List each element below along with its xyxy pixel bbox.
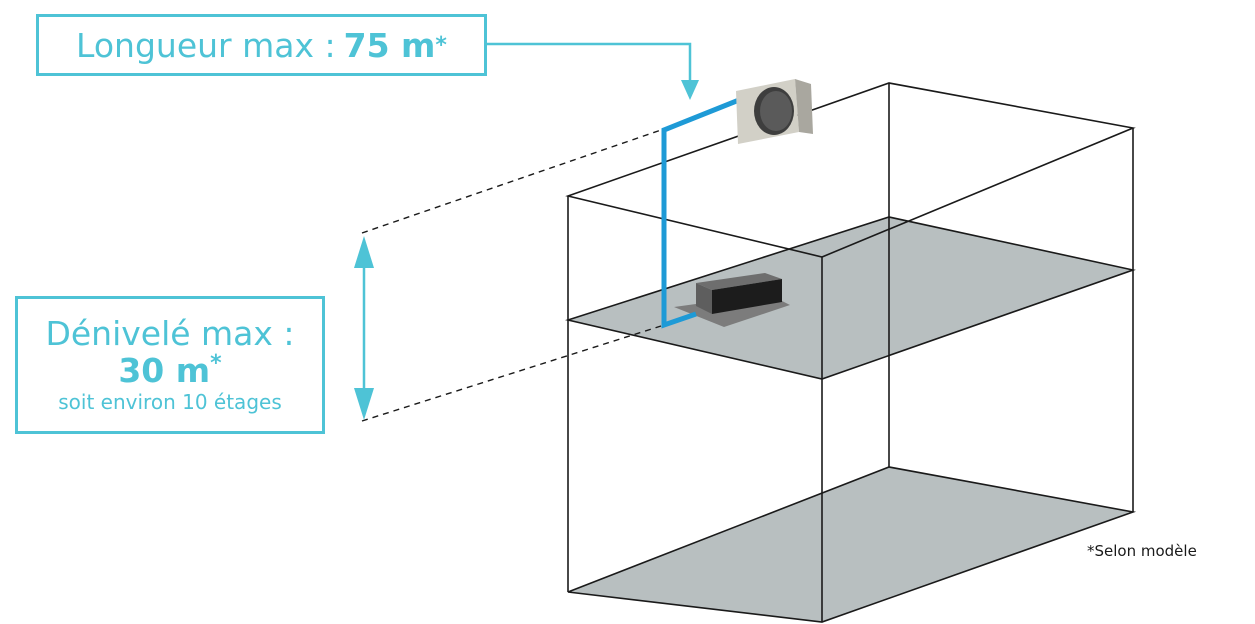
max-length-value: 75 m <box>343 25 436 65</box>
max-length-footnote-mark: * <box>435 32 447 58</box>
floors-equivalent-text: soit environ 10 étages <box>58 390 282 415</box>
max-height-value: 30 m <box>118 350 211 390</box>
max-height-footnote-mark: * <box>210 350 222 376</box>
max-length-text: Longueur max : <box>76 25 336 65</box>
max-length-label: Longueur max : 75 m* <box>36 14 487 76</box>
max-height-label: Dénivelé max : 30 m* soit environ 10 éta… <box>15 296 325 434</box>
middle-floor-slab <box>568 217 1133 379</box>
model-footnote: *Selon modèle <box>1087 542 1197 560</box>
refrigerant-pipe <box>661 95 745 329</box>
bottom-floor-slab <box>568 467 1133 622</box>
arrow-down-icon <box>487 42 699 100</box>
double-arrow-icon <box>354 236 374 420</box>
outdoor-unit-icon <box>736 79 813 144</box>
max-height-text: Dénivelé max : <box>45 314 295 353</box>
max-height-value-line: 30 m* <box>18 352 322 389</box>
indoor-unit-icon <box>674 273 790 327</box>
dashed-guides <box>361 129 662 422</box>
